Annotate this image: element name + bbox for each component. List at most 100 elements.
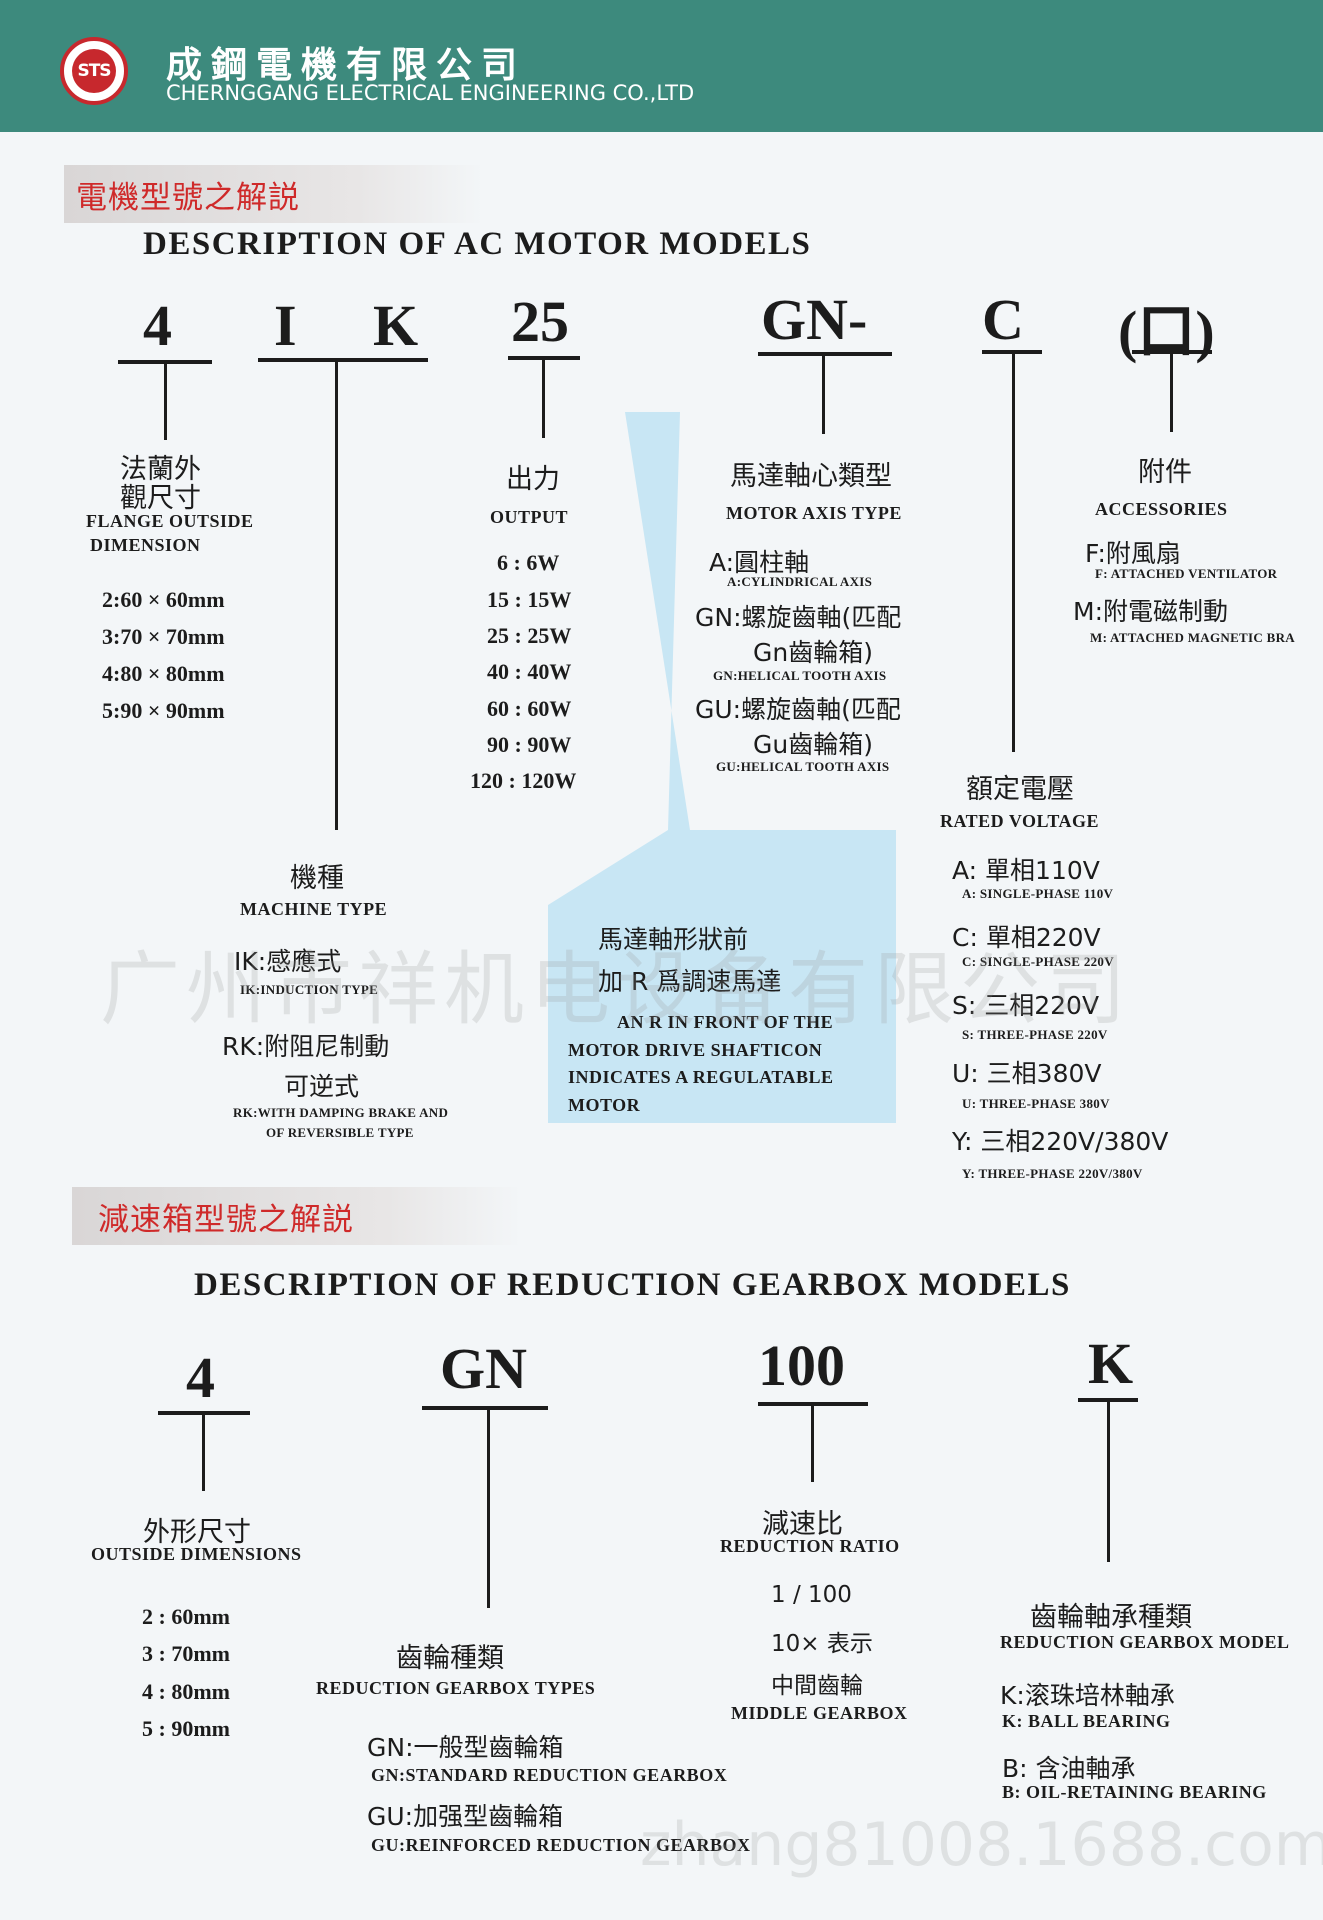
types-gu-en: GU:REINFORCED REDUCTION GEARBOX [371,1835,751,1855]
gear-bar-GN [422,1406,548,1410]
line-GN [822,354,825,434]
voltage-u-cn: U: 三相380V [952,1059,1102,1088]
axis-label-en: MOTOR AXIS TYPE [726,503,902,523]
outside-value-3: 4 : 80mm [142,1679,230,1704]
machine-label-en: MACHINE TYPE [240,899,388,919]
flange-label-cn-2: 觀尺寸 [120,483,201,514]
accessory-f-en: F: ATTACHED VENTILATOR [1095,566,1278,581]
motor-section-title-cn: 電機型號之解説 [76,180,300,216]
gear-code-GN: GN [440,1336,527,1401]
code-C: C [982,287,1024,352]
output-value-2: 15 : 15W [487,587,572,612]
gear-code-100: 100 [758,1333,845,1398]
axis-gn-cn-2: Gn齒輪箱) [753,638,873,667]
accessories-label-en: ACCESSORIES [1095,499,1228,519]
line-accessory [1170,352,1173,432]
note-cn-2: 加 R 爲調速馬達 [598,967,782,996]
machine-rk-cn-1: RK:附阻尼制動 [222,1032,390,1061]
axis-gn-en: GN:HELICAL TOOTH AXIS [713,668,887,683]
bearing-k-en: K: BALL BEARING [1002,1711,1171,1731]
ratio-label-cn: 減速比 [762,1509,843,1540]
accessory-m-en: M: ATTACHED MAGNETIC BRA [1090,630,1295,645]
company-logo: STS [60,37,128,105]
voltage-s-en: S: THREE-PHASE 220V [962,1027,1108,1042]
logo-text: STS [72,49,116,93]
note-en-2: MOTOR DRIVE SHAFTICON [568,1040,823,1060]
gear-line-4 [202,1413,205,1491]
axis-gn-cn-1: GN:螺旋齒軸(匹配 [695,603,902,632]
voltage-a-en: A: SINGLE-PHASE 110V [962,886,1114,901]
gearbox-section-title-en: DESCRIPTION OF REDUCTION GEARBOX MODELS [194,1267,1071,1303]
flange-label-cn-1: 法蘭外 [120,454,201,485]
voltage-c-cn: C: 單相220V [952,923,1101,952]
outside-value-1: 2 : 60mm [142,1604,230,1629]
voltage-label-cn: 額定電壓 [966,774,1074,805]
outside-label-cn: 外形尺寸 [143,1517,251,1548]
types-label-cn: 齒輪種類 [396,1643,504,1674]
line-IK [335,360,338,830]
output-value-1: 6 : 6W [497,550,560,575]
code-accessory-box: (口) [1118,299,1215,364]
ratio-label-en-2: MIDDLE GEARBOX [731,1703,908,1723]
voltage-c-en: C: SINGLE-PHASE 220V [962,954,1114,969]
voltage-y-en: Y: THREE-PHASE 220V/380V [962,1166,1143,1181]
bar-GN [758,352,892,356]
output-value-3: 25 : 25W [487,623,572,648]
accessory-m-cn: M:附電磁制動 [1073,597,1228,626]
regulated-motor-note-box [548,905,896,1123]
accessories-label-cn: 附件 [1138,457,1192,488]
bar-IK [258,358,428,362]
output-value-7: 120 : 120W [470,768,577,793]
bearing-label-en: REDUCTION GEARBOX MODEL [1000,1632,1290,1652]
flange-label-en-1: FLANGE OUTSIDE [86,511,254,531]
flange-value-1: 2:60 × 60mm [102,587,225,612]
output-label-en: OUTPUT [490,507,569,527]
bearing-b-en: B: OIL-RETAINING BEARING [1002,1782,1267,1802]
flange-value-2: 3:70 × 70mm [102,624,225,649]
machine-ik-cn: IK:感應式 [234,947,342,976]
voltage-label-en: RATED VOLTAGE [940,811,1100,831]
types-gu-cn: GU:加强型齒輪箱 [367,1802,564,1831]
code-K: K [373,293,419,358]
ratio-value-2: 10× 表示 [771,1631,873,1657]
motor-section-ribbon [64,165,484,223]
accessory-f-cn: F:附風扇 [1085,539,1181,568]
types-label-en: REDUCTION GEARBOX TYPES [316,1678,596,1698]
code-GN: GN- [761,287,868,352]
flange-label-en-2: DIMENSION [90,535,201,555]
note-en-1: AN R IN FRONT OF THE [617,1012,834,1032]
note-en-3: INDICATES A REGULATABLE [568,1067,834,1087]
gearbox-section-title-cn: 減速箱型號之解説 [98,1202,354,1238]
ratio-value-3: 中間齒輪 [771,1673,863,1699]
bearing-label-cn: 齒輪軸承種類 [1030,1602,1192,1633]
gear-line-K [1107,1400,1110,1562]
machine-ik-en: IK:INDUCTION TYPE [240,982,379,997]
axis-gu-cn-2: Gu齒輪箱) [753,730,873,759]
company-name-cn: 成鋼電機有限公司 [166,45,527,86]
note-en-4: MOTOR [568,1095,641,1115]
outside-label-en: OUTSIDE DIMENSIONS [91,1544,302,1564]
outside-value-2: 3 : 70mm [142,1641,230,1666]
types-gn-cn: GN:一般型齒輪箱 [367,1733,564,1762]
machine-label-cn: 機種 [290,863,344,894]
code-I: I [274,293,297,358]
motor-section-title-en: DESCRIPTION OF AC MOTOR MODELS [143,226,812,262]
line-C [1012,352,1015,752]
ratio-value-1: 1 / 100 [771,1582,852,1608]
output-value-6: 90 : 90W [487,732,572,757]
outside-value-4: 5 : 90mm [142,1716,230,1741]
axis-gu-en: GU:HELICAL TOOTH AXIS [716,759,890,774]
gear-line-GN [487,1408,490,1608]
ratio-label-en: REDUCTION RATIO [720,1536,900,1556]
note-pointer-shape [548,412,896,905]
machine-rk-en-1: RK:WITH DAMPING BRAKE AND [233,1105,449,1120]
flange-value-3: 4:80 × 80mm [102,661,225,686]
types-gn-en: GN:STANDARD REDUCTION GEARBOX [371,1765,728,1785]
gear-line-100 [811,1404,814,1482]
voltage-s-cn: S: 三相220V [952,991,1100,1020]
code-25: 25 [511,289,569,354]
note-cn-1: 馬達軸形狀前 [598,925,749,954]
header-band [0,0,1323,132]
voltage-u-en: U: THREE-PHASE 380V [962,1096,1110,1111]
voltage-y-cn: Y: 三相220V/380V [952,1127,1169,1156]
